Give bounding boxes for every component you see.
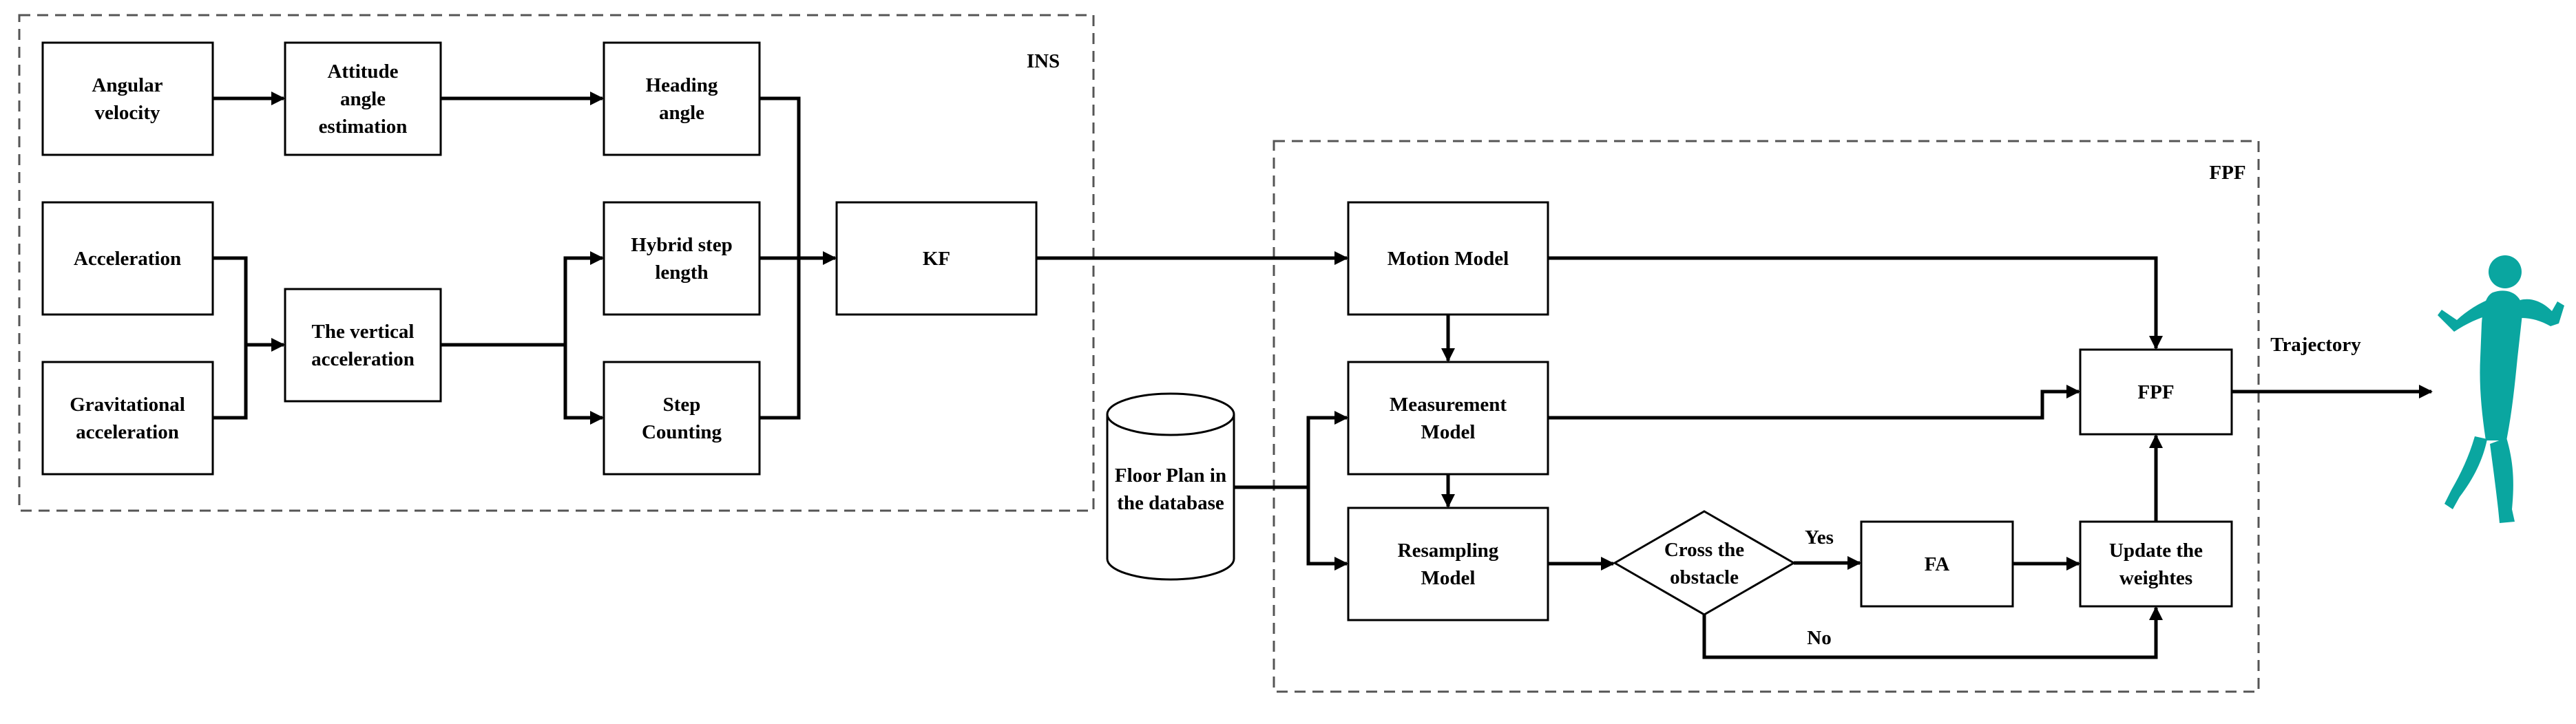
cross-obstacle-text-line: Cross the — [1664, 539, 1744, 561]
vertical-acceleration-box — [284, 288, 442, 403]
hybrid-step-length-text: Hybrid step length — [631, 234, 732, 284]
ins-group — [18, 14, 1095, 512]
update-weights-text-line: Update the — [2109, 540, 2203, 562]
measurement-model-text-line: Measurement — [1390, 394, 1507, 416]
resampling-model-text-line: Resampling — [1398, 540, 1499, 562]
yes-label: Yes — [1805, 526, 1834, 549]
cross-obstacle-text: Cross the obstacle — [1664, 539, 1744, 588]
angular-velocity-text: Angular velocity — [92, 74, 163, 124]
floor-plan-text-line: the database — [1117, 492, 1224, 514]
hybrid-step-length-box — [603, 201, 761, 316]
edge-floorplan-to-measurement — [1306, 411, 1348, 487]
no-label: No — [1807, 627, 1831, 649]
kf-box — [835, 201, 1038, 316]
gravitational-acceleration-text-line: Gravitational — [70, 394, 185, 416]
gravitational-acceleration-text: Gravitational acceleration — [70, 394, 185, 443]
update-weights-text-line: weightes — [2119, 567, 2192, 589]
resampling-model-text-line: Model — [1421, 567, 1476, 589]
edge-motion-to-fpf — [1548, 256, 2163, 350]
vertical-acceleration-text: The vertical acceleration — [311, 321, 415, 370]
fpf-node-text: FPF — [2137, 381, 2174, 403]
floor-plan-text: Floor Plan in the database — [1115, 465, 1226, 514]
vertical-acceleration-text-line: acceleration — [311, 348, 415, 370]
vertical-acceleration-text-line: The vertical — [312, 321, 415, 343]
step-counting-text-line: Counting — [642, 421, 722, 443]
angular-velocity-text-line: Angular — [92, 74, 163, 96]
acceleration-text-line: Acceleration — [74, 248, 181, 270]
edge-acceleration-merge — [213, 256, 248, 420]
edge-to-step-counting — [563, 345, 604, 425]
walking-person-icon — [2438, 255, 2564, 523]
measurement-model-text-line: Model — [1421, 421, 1476, 443]
update-weights-text: Update the weightes — [2109, 540, 2203, 589]
fa-text: FA — [1925, 553, 1950, 575]
motion-model-box — [1347, 201, 1549, 316]
hybrid-step-length-text-line: length — [655, 262, 708, 284]
fpf-group-label: FPF — [2209, 162, 2245, 184]
floor-plan-text-line: Floor Plan in — [1115, 465, 1226, 487]
step-counting-box — [603, 361, 761, 476]
kf-text-line: KF — [923, 248, 950, 270]
edge-to-hybrid-step — [563, 251, 604, 345]
heading-angle-box — [603, 41, 761, 156]
fa-text-line: FA — [1925, 553, 1950, 575]
trajectory-label: Trajectory — [2270, 334, 2361, 356]
acceleration-box — [41, 201, 214, 316]
attitude-estimation-text-line: estimation — [319, 116, 408, 138]
gravitational-acceleration-text-line: acceleration — [76, 421, 179, 443]
attitude-estimation-text: Attitude angle estimation — [319, 61, 408, 138]
floor-plan-database — [1106, 392, 1235, 581]
attitude-estimation-box — [284, 41, 442, 156]
angular-velocity-text-line: velocity — [94, 102, 160, 124]
attitude-estimation-text-line: angle — [340, 88, 386, 110]
gravitational-acceleration-box — [41, 361, 214, 476]
cross-obstacle-text-line: obstacle — [1670, 566, 1739, 588]
heading-angle-text: Heading angle — [646, 74, 718, 124]
ins-group-label: INS — [1027, 50, 1060, 72]
attitude-estimation-text-line: Attitude — [327, 61, 398, 83]
fpf-group — [1273, 140, 2260, 693]
measurement-model-box — [1347, 361, 1549, 476]
kf-text: KF — [923, 248, 950, 270]
edge-floorplan-to-resampling — [1306, 487, 1348, 571]
fpf-node-text-line: FPF — [2137, 381, 2174, 403]
edge-measurement-to-fpf — [1548, 385, 2080, 420]
update-weights-box — [2079, 520, 2233, 608]
fpf-box — [2079, 348, 2233, 436]
cross-obstacle-decision — [1612, 510, 1797, 616]
edge-decision-no-to-update — [1702, 606, 2163, 659]
heading-angle-text-line: Heading — [646, 74, 718, 96]
resampling-model-box — [1347, 507, 1549, 621]
angular-velocity-box — [41, 41, 214, 156]
step-counting-text-line: Step — [663, 394, 701, 416]
acceleration-text: Acceleration — [74, 248, 181, 270]
motion-model-text: Motion Model — [1388, 248, 1509, 270]
hybrid-step-length-text-line: Hybrid step — [631, 234, 732, 256]
heading-angle-text-line: angle — [659, 102, 704, 124]
motion-model-text-line: Motion Model — [1388, 248, 1509, 270]
